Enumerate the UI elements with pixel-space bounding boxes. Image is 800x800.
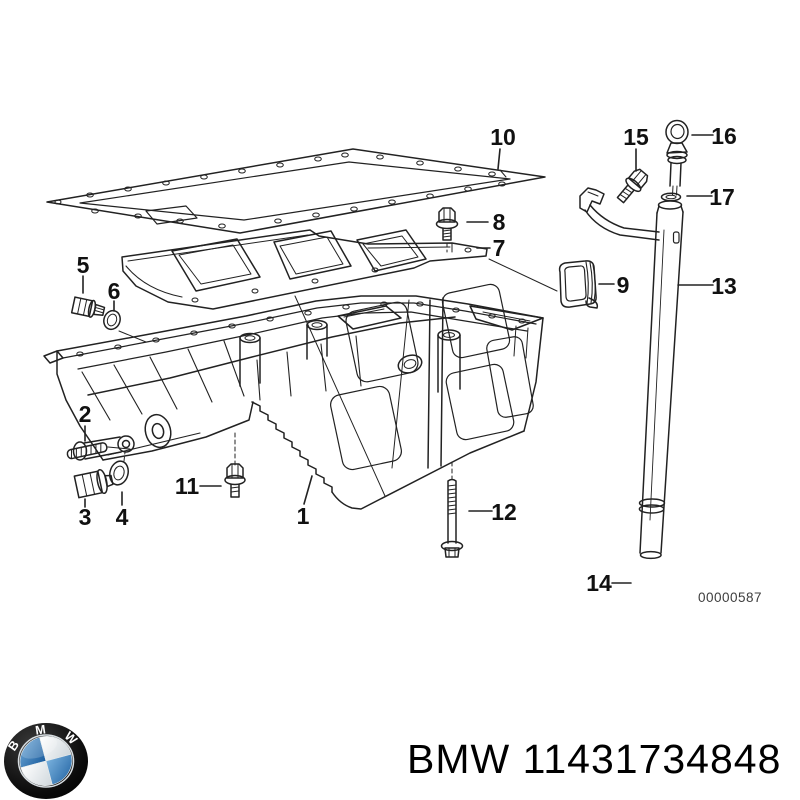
callout-7: 7: [493, 235, 506, 261]
callout-1: 1: [297, 503, 310, 529]
dipstick-part-16: [665, 119, 689, 196]
leader-lines: [82, 134, 714, 584]
callout-16: 16: [711, 123, 737, 149]
bolt-part-8: [435, 207, 459, 241]
watermark-number: 00000587: [698, 590, 762, 605]
callout-12: 12: [491, 499, 517, 525]
callout-17: 17: [709, 184, 735, 210]
callout-9: 9: [617, 272, 630, 298]
bolt-part-11: [224, 463, 246, 498]
bracket-part-15: [579, 168, 660, 241]
logo-letter-m: M: [34, 722, 46, 737]
gasket-part-10: [46, 148, 546, 234]
drain-plug-part-5: [70, 296, 106, 318]
bmw-logo-icon: B M W: [2, 722, 90, 800]
oval-seal-part-9: [558, 260, 599, 309]
brand-name: BMW: [407, 736, 511, 782]
part-number: 11431734848: [522, 736, 782, 782]
callout-2: 2: [79, 401, 92, 427]
windage-tray-part-7: [121, 229, 488, 310]
seal-ring-part-6: [103, 309, 121, 331]
bolt-part-12: [440, 478, 464, 558]
seal-ring-part-4: [109, 460, 129, 486]
guide-tube-part-13-14: [638, 200, 684, 560]
callout-14: 14: [586, 570, 612, 596]
callout-6: 6: [108, 278, 121, 304]
callout-13: 13: [711, 273, 737, 299]
callout-15: 15: [623, 124, 649, 150]
o-ring-part-17: [660, 192, 682, 202]
stud-part-2: [66, 442, 108, 460]
callout-4: 4: [116, 504, 129, 530]
part-number-caption: BMW 11431734848: [407, 736, 781, 783]
callout-11: 11: [175, 473, 200, 499]
drain-plug-part-3: [73, 468, 114, 499]
pointer-lines: [107, 242, 558, 480]
callout-labels: 1 2 3 4 5 6 7 8 9 10 11 12 13 14 15 16 1…: [77, 123, 737, 596]
oil-pan-part-1: [43, 283, 544, 510]
callout-10: 10: [490, 124, 516, 150]
callout-8: 8: [493, 209, 506, 235]
callout-3: 3: [79, 504, 92, 530]
callout-5: 5: [77, 252, 90, 278]
